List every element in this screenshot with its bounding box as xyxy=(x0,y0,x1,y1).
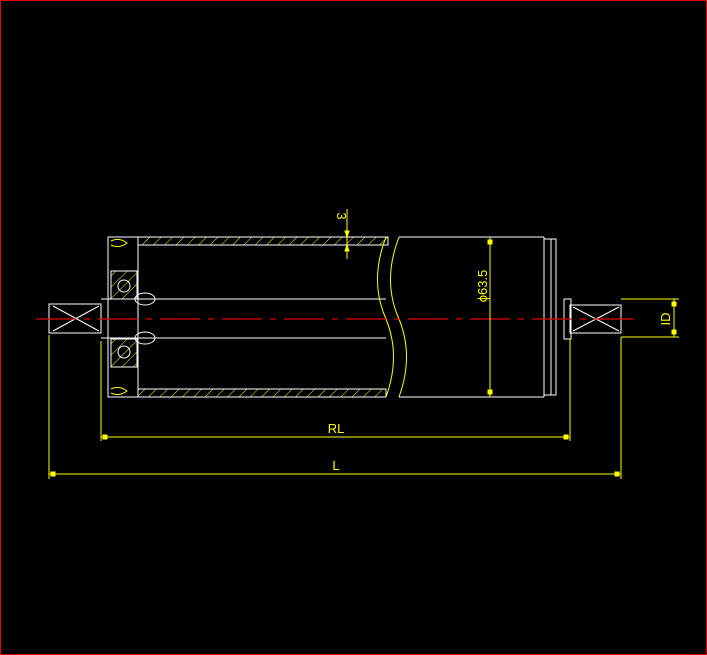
seal-bottom xyxy=(110,386,128,396)
bearing-ball-bottom xyxy=(117,345,131,359)
bearing-bottom xyxy=(110,338,138,368)
break-lines xyxy=(377,236,407,398)
diameter-label: ϕ63.5 xyxy=(475,270,490,303)
bearing-ball-top xyxy=(117,279,131,293)
end-cap xyxy=(107,236,139,398)
tube-wall-top xyxy=(137,236,389,246)
wall-thickness-label: 3 xyxy=(334,212,349,219)
dimension-lines xyxy=(48,209,679,479)
roller-length-label: RL xyxy=(328,421,345,436)
bearing-top xyxy=(110,270,138,300)
seal-top xyxy=(110,238,128,248)
overall-length-label: L xyxy=(332,458,339,473)
shaft-shoulder-right xyxy=(563,298,572,340)
shaft-id-label: ID xyxy=(658,313,673,326)
tube-outer xyxy=(399,236,557,398)
tube-section xyxy=(107,236,389,398)
tube-wall-bottom xyxy=(137,388,387,398)
